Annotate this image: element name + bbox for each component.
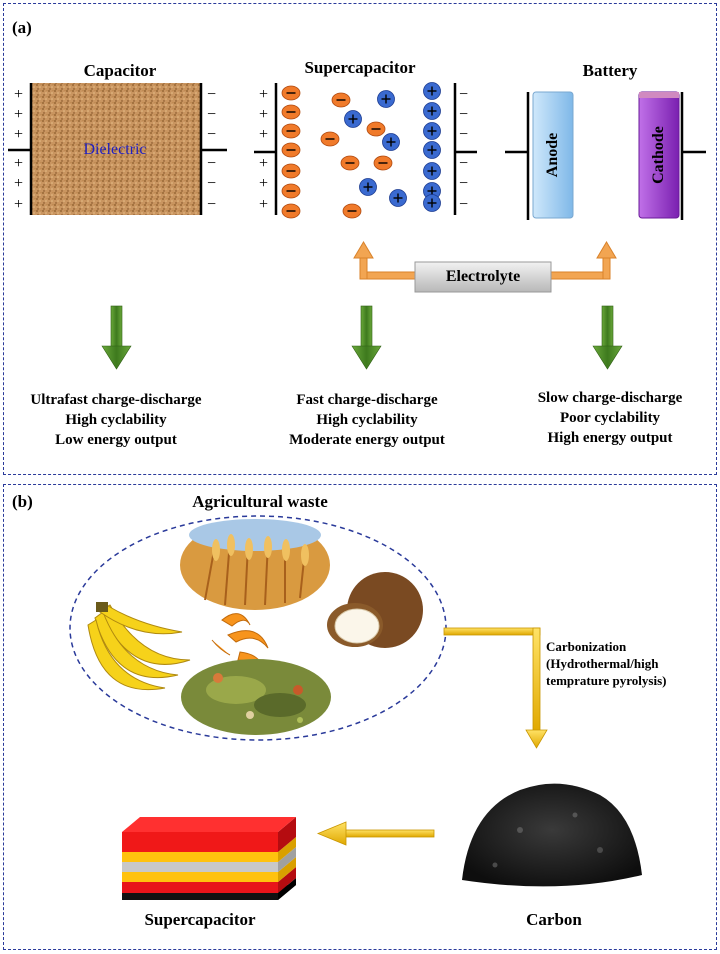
carbonization-line: (Hydrothermal/high [546,656,659,671]
supercap-minus-sign: − [459,196,469,213]
to-supercap-arrow [316,821,435,846]
capacitor-plus-sign: + [14,86,24,103]
carbon-label: Carbon [526,910,582,929]
dielectric-block [31,83,201,215]
capacitor-minus-sign: − [207,175,217,192]
supercap-minus-sign: − [459,175,469,192]
supercap-plus-sign: + [259,196,269,213]
cation-ion [423,194,441,212]
carbon-image [462,783,642,887]
anion-ion [281,183,301,199]
cation-ion [377,90,395,108]
capacitor-plus-sign: + [14,155,24,172]
capacitor-plus-sign: + [14,126,24,143]
cathode-label-wrap: Cathode [639,92,679,218]
green-arrows [101,305,623,370]
anion-ion [281,203,301,219]
capacitor-diagram [8,83,227,215]
anion-ion [320,131,340,147]
anion-ion [281,142,301,158]
supercapacitor-desc-line: High cyclability [316,412,418,428]
capacitor-desc: Ultrafast charge-discharge High cyclabil… [0,390,232,450]
capacitor-minus-sign: − [207,86,217,103]
supercap-plus-sign: + [259,106,269,123]
battery-desc-line: Poor cyclability [559,410,661,426]
carbonization-arrow [443,627,548,749]
coconut-image [327,572,423,648]
anode-label-wrap: Anode [533,92,573,218]
battery-desc-line: Slow charge-discharge [537,390,683,406]
cation-ion [423,102,441,120]
supercap-plus-sign: + [259,126,269,143]
battery-desc: Slow charge-discharge Poor cyclability H… [500,388,720,448]
anode-label: Anode [544,132,562,178]
compost-image [181,659,331,735]
panel-b [3,484,717,950]
capacitor-minus-sign: − [207,126,217,143]
cation-ion [423,82,441,100]
anion-ion [281,104,301,120]
orange-peel-image [211,613,269,677]
wheat-image [180,519,330,610]
anion-ion [331,92,351,108]
capacitor-plus-sign: + [14,106,24,123]
supercap-label: Supercapacitor [144,910,256,929]
dielectric-label: Dielectric [83,141,147,158]
anion-ion [366,121,386,137]
panel-a [3,3,717,475]
supercapacitor-desc: Fast charge-discharge High cyclability M… [256,390,478,450]
battery-title: Battery [582,61,638,80]
carbonization-line: Carbonization [546,639,627,654]
capacitor-title: Capacitor [83,61,157,80]
cathode-label: Cathode [650,126,667,184]
capacitor-desc-line: High cyclability [65,412,167,428]
cation-ion [423,122,441,140]
capacitor-desc-line: Low energy output [55,432,177,448]
cation-ion [382,133,400,151]
capacitor-plus-sign: + [14,196,24,213]
anion-ion [281,85,301,101]
capacitor-minus-sign: − [207,106,217,123]
panel-b-label: (b) [12,492,33,511]
anion-ion [281,123,301,139]
capacitor-desc-line: Ultrafast charge-discharge [30,392,202,408]
supercap-minus-sign: − [459,126,469,143]
battery-diagram [505,91,706,220]
cation-ion [423,141,441,159]
anion-ion [340,155,360,171]
electrolyte-label: Electrolyte [445,268,521,285]
supercapacitor-desc-line: Moderate energy output [289,432,445,448]
anode-block [532,91,574,219]
anion-ion [342,203,362,219]
cation-ion [423,162,441,180]
battery-desc-line: High energy output [547,430,673,446]
cation-ion [344,110,362,128]
cation-ion [389,189,407,207]
banana-image [87,602,191,691]
supercap-plus-sign: + [259,175,269,192]
capacitor-plus-sign: + [14,175,24,192]
supercap-minus-sign: − [459,86,469,103]
anion-ion [373,155,393,171]
layered-supercapacitor-image [122,817,296,900]
electrolyte-box [414,261,552,293]
supercapacitor-diagram [254,82,477,219]
panel-a-label: (a) [12,18,32,37]
supercap-minus-sign: − [459,155,469,172]
carbonization-line: temprature pyrolysis) [546,673,667,688]
capacitor-minus-sign: − [207,155,217,172]
supercapacitor-desc-line: Fast charge-discharge [296,392,438,408]
supercapacitor-title: Supercapacitor [304,58,416,77]
carbonization-text: Carbonization (Hydrothermal/high temprat… [546,638,718,689]
supercap-plus-sign: + [259,86,269,103]
supercap-minus-sign: − [459,106,469,123]
agri-waste-title: Agricultural waste [192,492,328,511]
anion-ion [281,163,301,179]
supercap-plus-sign: + [259,155,269,172]
capacitor-minus-sign: − [207,196,217,213]
cation-ion [359,178,377,196]
